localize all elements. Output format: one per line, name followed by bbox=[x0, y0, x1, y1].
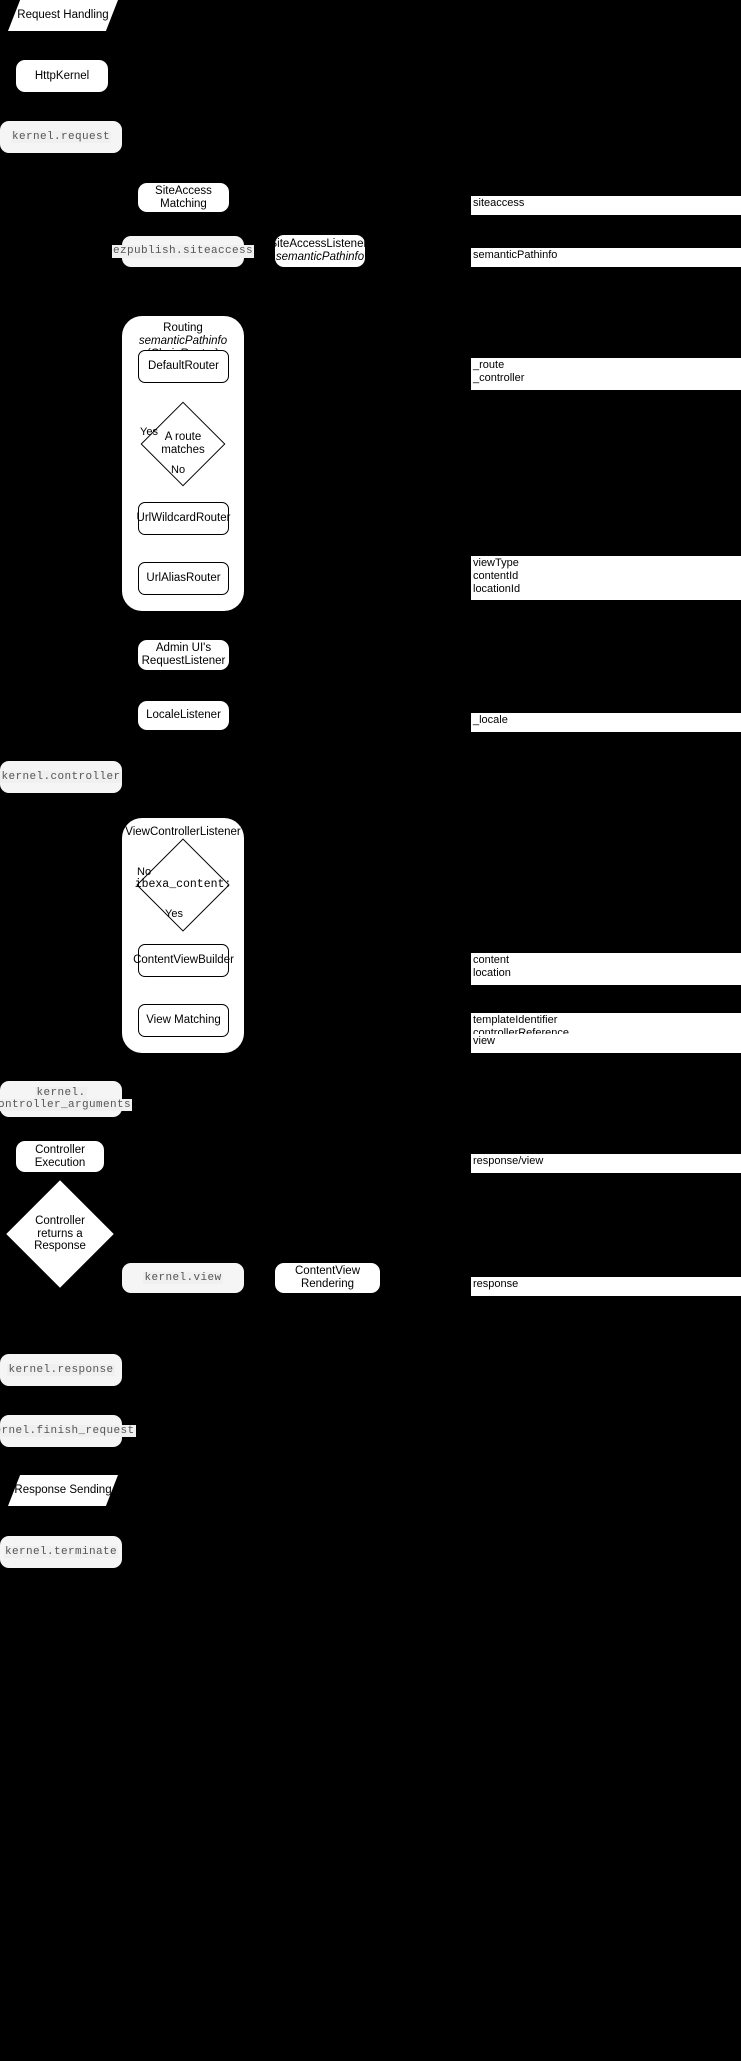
decision-line1: A route bbox=[164, 431, 202, 444]
label-route-yes: Yes bbox=[140, 426, 158, 438]
attr-semanticpathinfo: semanticPathinfo bbox=[471, 248, 741, 267]
decision-label: ibexa_content: bbox=[134, 877, 232, 891]
event-kernel-request[interactable]: kernel.request bbox=[0, 121, 122, 153]
attr-line: semanticPathinfo bbox=[473, 249, 558, 261]
event-kernel-view[interactable]: kernel.view bbox=[122, 1263, 244, 1293]
decision-controller-returns-response[interactable]: Controller returns a Response bbox=[6, 1180, 114, 1288]
event-label-line2: controller_arguments bbox=[0, 1099, 133, 1112]
event-label: kernel.view bbox=[143, 1271, 223, 1285]
siteaccess-listener-line1: SiteAccessListener: bbox=[269, 238, 371, 251]
parallelogram-shape bbox=[8, 0, 118, 31]
attr-response: response bbox=[471, 1277, 741, 1296]
group-vcl-title: ViewControllerListener bbox=[125, 826, 241, 838]
event-label: kernel.finish_request bbox=[0, 1424, 136, 1438]
decision-line3: Response bbox=[34, 1240, 86, 1253]
decision-route-matches[interactable]: A route matches bbox=[140, 401, 226, 487]
attr-line: _route bbox=[473, 359, 505, 371]
attr-line: view bbox=[473, 1035, 496, 1047]
attr-line: content bbox=[473, 954, 510, 966]
decision-line2: returns a bbox=[37, 1227, 83, 1240]
attr-line: _locale bbox=[473, 714, 508, 726]
event-ezpublish-siteaccess[interactable]: ezpublish.siteaccess bbox=[111, 236, 255, 267]
node-controller-execution[interactable]: Controller Execution bbox=[16, 1141, 104, 1172]
attr-content-location: content location bbox=[471, 953, 741, 985]
node-default-router[interactable]: DefaultRouter bbox=[138, 350, 229, 383]
attr-line: templateIdentifier bbox=[473, 1014, 558, 1026]
node-locale-listener[interactable]: LocaleListener bbox=[138, 701, 229, 730]
attr-line: _controller bbox=[473, 371, 525, 384]
attr-response-view: response/view bbox=[471, 1154, 741, 1173]
node-contentviewbuilder[interactable]: ContentViewBuilder bbox=[133, 944, 234, 977]
attr-line: contentId bbox=[473, 569, 519, 582]
banner-label: Request Handling bbox=[17, 9, 109, 22]
event-label: kernel.terminate bbox=[3, 1545, 119, 1559]
attr-route-controller: _route _controller bbox=[471, 358, 741, 390]
event-kernel-terminate[interactable]: kernel.terminate bbox=[0, 1536, 122, 1568]
routing-title-em: semanticPathinfo bbox=[138, 335, 228, 348]
event-kernel-controller-arguments[interactable]: kernel. controller_arguments bbox=[0, 1081, 133, 1117]
node-httpkernel[interactable]: HttpKernel bbox=[16, 60, 108, 92]
node-contentview-rendering[interactable]: ContentView Rendering bbox=[275, 1263, 380, 1293]
routing-title-prefix: Routing bbox=[163, 322, 203, 334]
decision-label: Controller returns a Response bbox=[22, 1196, 98, 1272]
attr-locale: _locale bbox=[471, 713, 741, 732]
decision-ibexa-content[interactable]: ibexa_content: bbox=[134, 838, 232, 932]
event-kernel-finish-request[interactable]: kernel.finish_request bbox=[0, 1415, 136, 1447]
decision-label: A route matches bbox=[153, 414, 213, 474]
banner-response-sending: Response Sending bbox=[8, 1475, 118, 1506]
decision-line2: matches bbox=[161, 444, 205, 456]
event-label: kernel.request bbox=[10, 130, 111, 144]
attr-line: response/view bbox=[473, 1155, 544, 1167]
node-view-matching[interactable]: View Matching bbox=[138, 1004, 229, 1037]
event-kernel-response[interactable]: kernel.response bbox=[0, 1354, 122, 1386]
event-label: kernel.response bbox=[7, 1363, 115, 1377]
banner-label: Response Sending bbox=[14, 1484, 112, 1497]
label-route-no: No bbox=[171, 464, 186, 476]
attr-view: view bbox=[471, 1034, 741, 1053]
admin-listener-line1: Admin UI's bbox=[155, 642, 212, 655]
attr-line: location bbox=[473, 966, 511, 979]
event-label: ezpublish.siteaccess bbox=[111, 245, 255, 258]
attr-line: siteaccess bbox=[473, 197, 525, 209]
event-kernel-controller[interactable]: kernel.controller bbox=[0, 761, 122, 793]
event-label: kernel.controller bbox=[0, 770, 122, 784]
attr-viewtype-contentid-locationid: viewType contentId locationId bbox=[471, 556, 741, 600]
node-urlwildcardrouter[interactable]: UrlWildcardRouter bbox=[137, 502, 230, 535]
siteaccess-listener-line2: semanticPathinfo bbox=[275, 251, 365, 263]
admin-listener-line2: RequestListener bbox=[141, 655, 226, 667]
attr-line: response bbox=[473, 1278, 519, 1290]
label-ibexa-yes: Yes bbox=[165, 908, 183, 920]
banner-request-handling: Request Handling bbox=[8, 0, 118, 31]
event-label-line1: kernel. bbox=[35, 1086, 87, 1099]
attr-line: locationId bbox=[473, 582, 521, 595]
node-siteaccess-matching[interactable]: SiteAccess Matching bbox=[138, 183, 229, 212]
node-urlaliasrouter[interactable]: UrlAliasRouter bbox=[138, 562, 229, 595]
attr-line: viewType bbox=[473, 557, 519, 569]
decision-line1: Controller bbox=[35, 1215, 85, 1228]
attr-siteaccess: siteaccess bbox=[471, 196, 741, 215]
parallelogram-shape bbox=[8, 1475, 118, 1506]
label-ibexa-no: No bbox=[137, 866, 152, 878]
node-siteaccess-listener[interactable]: SiteAccessListener: semanticPathinfo bbox=[270, 235, 371, 267]
node-admin-request-listener[interactable]: Admin UI's RequestListener bbox=[138, 640, 229, 670]
